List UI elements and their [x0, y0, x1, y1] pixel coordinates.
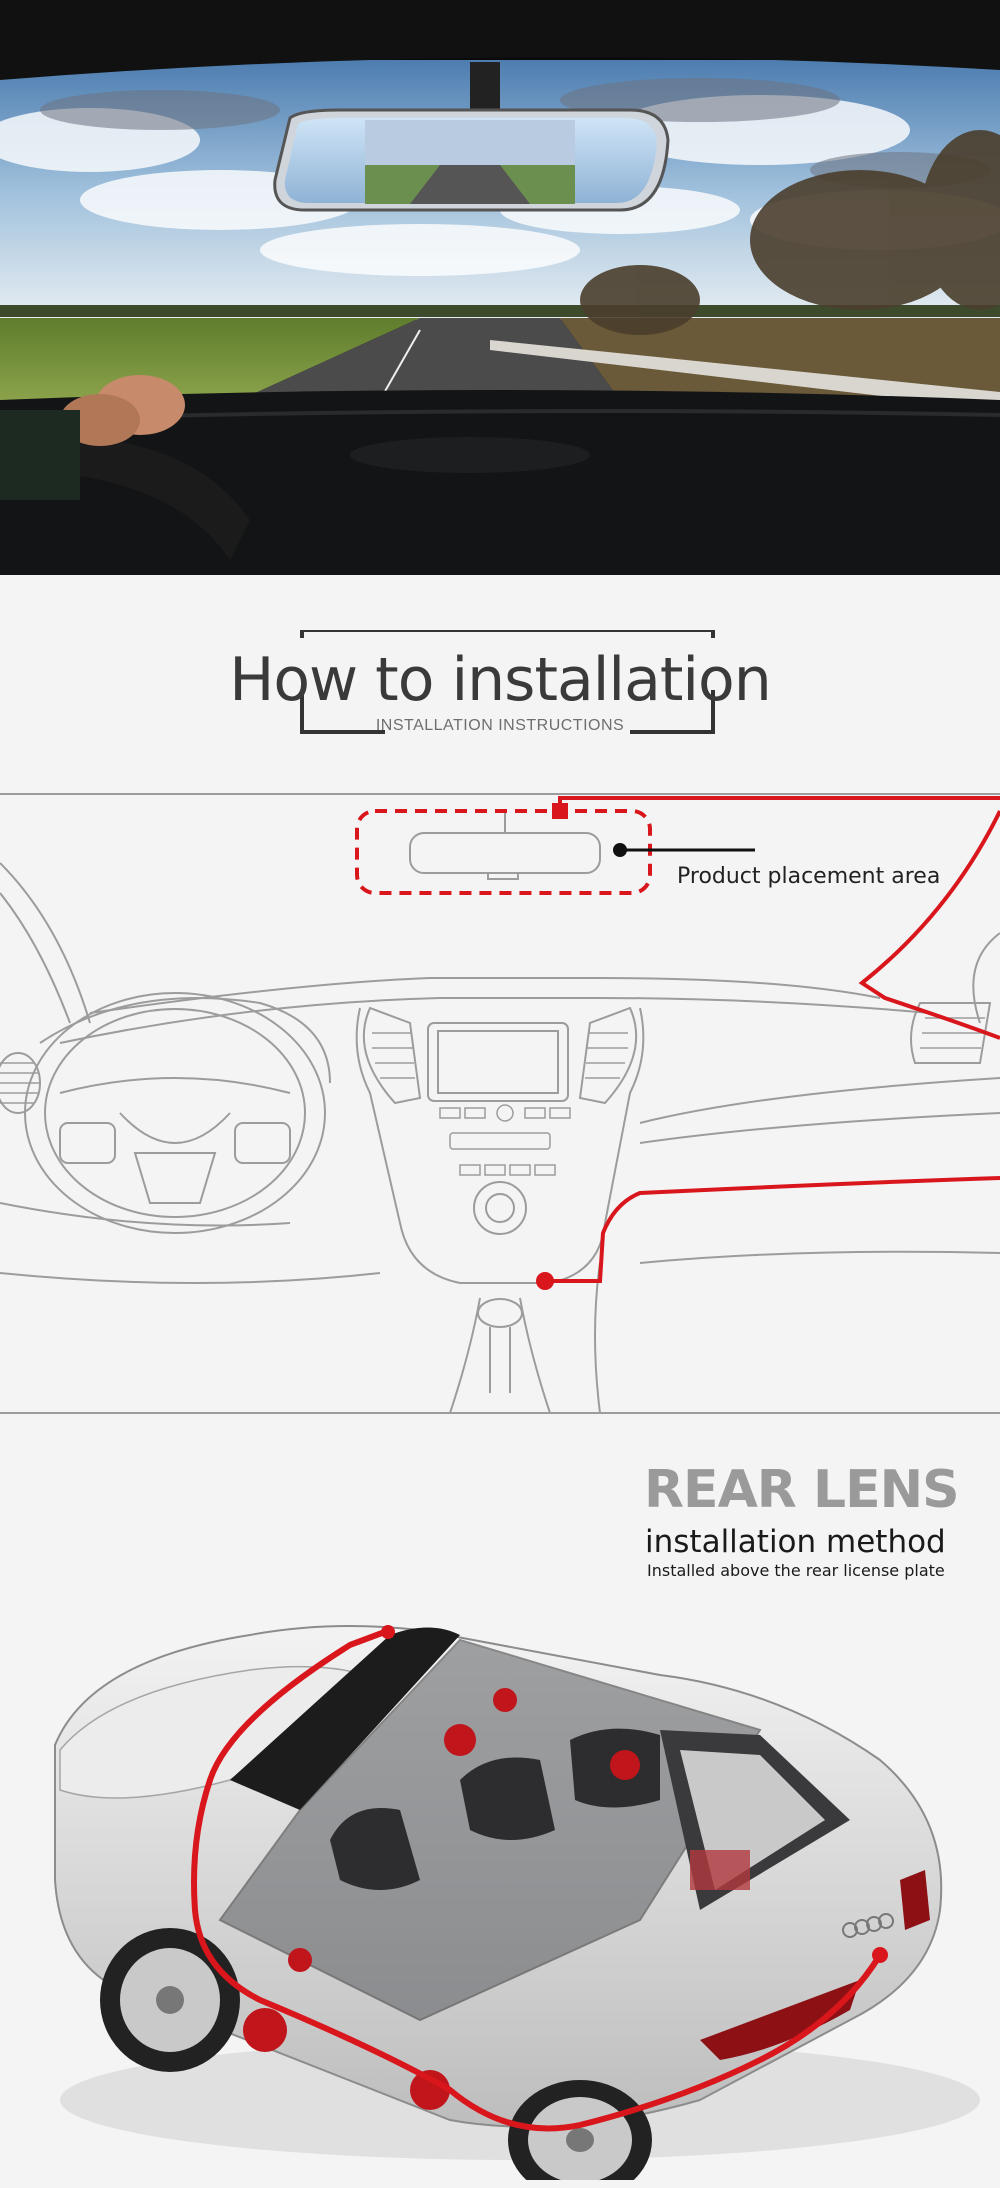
placement-callout-label: Product placement area [677, 864, 941, 889]
placement-area-outline [355, 809, 652, 895]
title-bracket-frame [300, 630, 715, 734]
front-camera-marker [381, 1625, 395, 1639]
rear-lens-note: Installed above the rear license plate [647, 1561, 945, 1580]
rear-lens-marker [872, 1947, 888, 1963]
rear-cable-route [191, 1627, 883, 2132]
hero-scene [0, 0, 1000, 575]
rear-lens-subheading: installation method [645, 1524, 946, 1560]
dashboard-diagram [0, 793, 1000, 1414]
page-title: How to installation [229, 645, 772, 715]
car-cutaway-illustration [54, 1625, 980, 2180]
section-title-frame [0, 630, 1000, 750]
hero-photo [0, 0, 1000, 575]
power-port-marker [536, 1272, 554, 1290]
page-subtitle: INSTALLATION INSTRUCTIONS [375, 717, 625, 734]
rear-lens-heading: REAR LENS [644, 1460, 960, 1520]
